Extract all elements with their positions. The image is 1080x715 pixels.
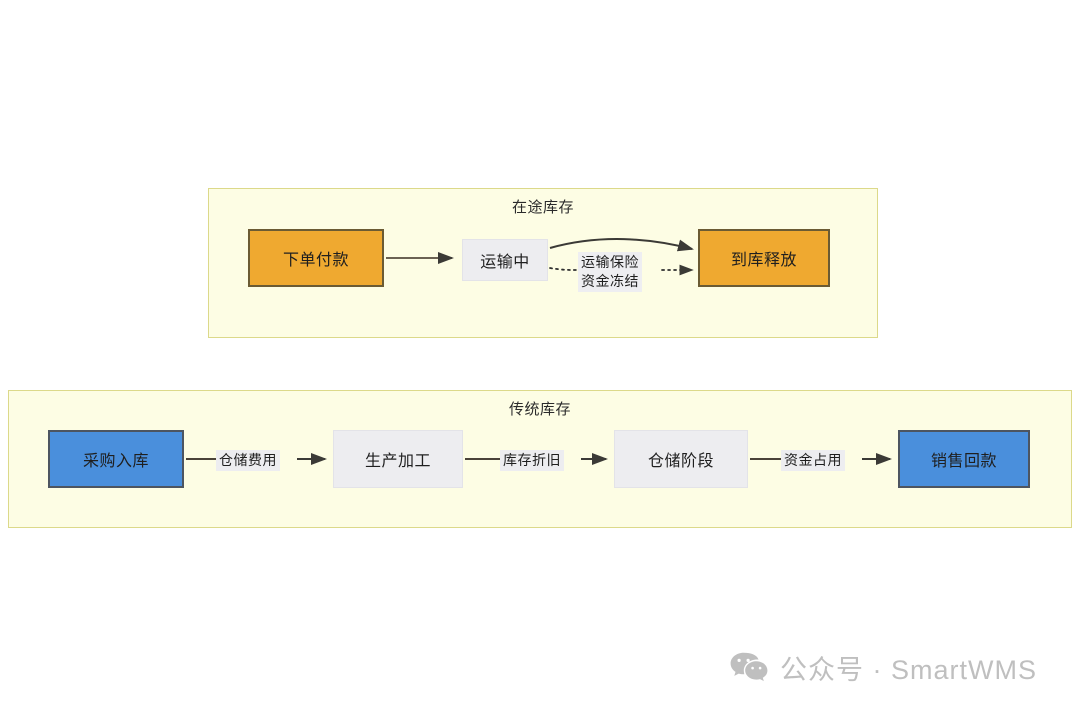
- node-purchase-inbound-label: 采购入库: [82, 453, 149, 470]
- node-order-payment[interactable]: 下单付款: [248, 229, 384, 287]
- node-production-processing-label: 生产加工: [364, 453, 431, 470]
- group-traditional-inventory: 传统库存: [8, 390, 1072, 528]
- watermark-text: 公众号 · SmartWMS: [780, 655, 1037, 685]
- edge-label-depreciation: 库存折旧: [500, 450, 564, 471]
- node-sales-payback-label: 销售回款: [930, 453, 997, 470]
- edge-label-storage-fee: 仓储费用: [216, 450, 280, 471]
- wechat-icon: [730, 652, 768, 681]
- group-traditional-title: 传统库存: [508, 401, 571, 418]
- node-sales-payback[interactable]: 销售回款: [898, 430, 1030, 488]
- group-transit-title: 在途库存: [511, 199, 574, 216]
- edge-label-insurance-freeze: 运输保险 资金冻结: [578, 252, 642, 292]
- node-storage-stage[interactable]: 仓储阶段: [614, 430, 748, 488]
- edge-label-capital-use: 资金占用: [781, 450, 845, 471]
- watermark: 公众号 · SmartWMS: [730, 648, 1037, 687]
- edge-label-insurance-line1: 运输保险: [581, 254, 639, 270]
- node-arrival-release[interactable]: 到库释放: [698, 229, 830, 287]
- node-in-transport-label: 运输中: [480, 254, 530, 271]
- node-order-payment-label: 下单付款: [282, 252, 349, 269]
- node-storage-stage-label: 仓储阶段: [647, 453, 714, 470]
- node-arrival-release-label: 到库释放: [730, 252, 797, 269]
- edge-label-insurance-line2: 资金冻结: [581, 272, 639, 289]
- node-in-transport[interactable]: 运输中: [462, 239, 548, 281]
- node-purchase-inbound[interactable]: 采购入库: [48, 430, 184, 488]
- node-production-processing[interactable]: 生产加工: [333, 430, 463, 488]
